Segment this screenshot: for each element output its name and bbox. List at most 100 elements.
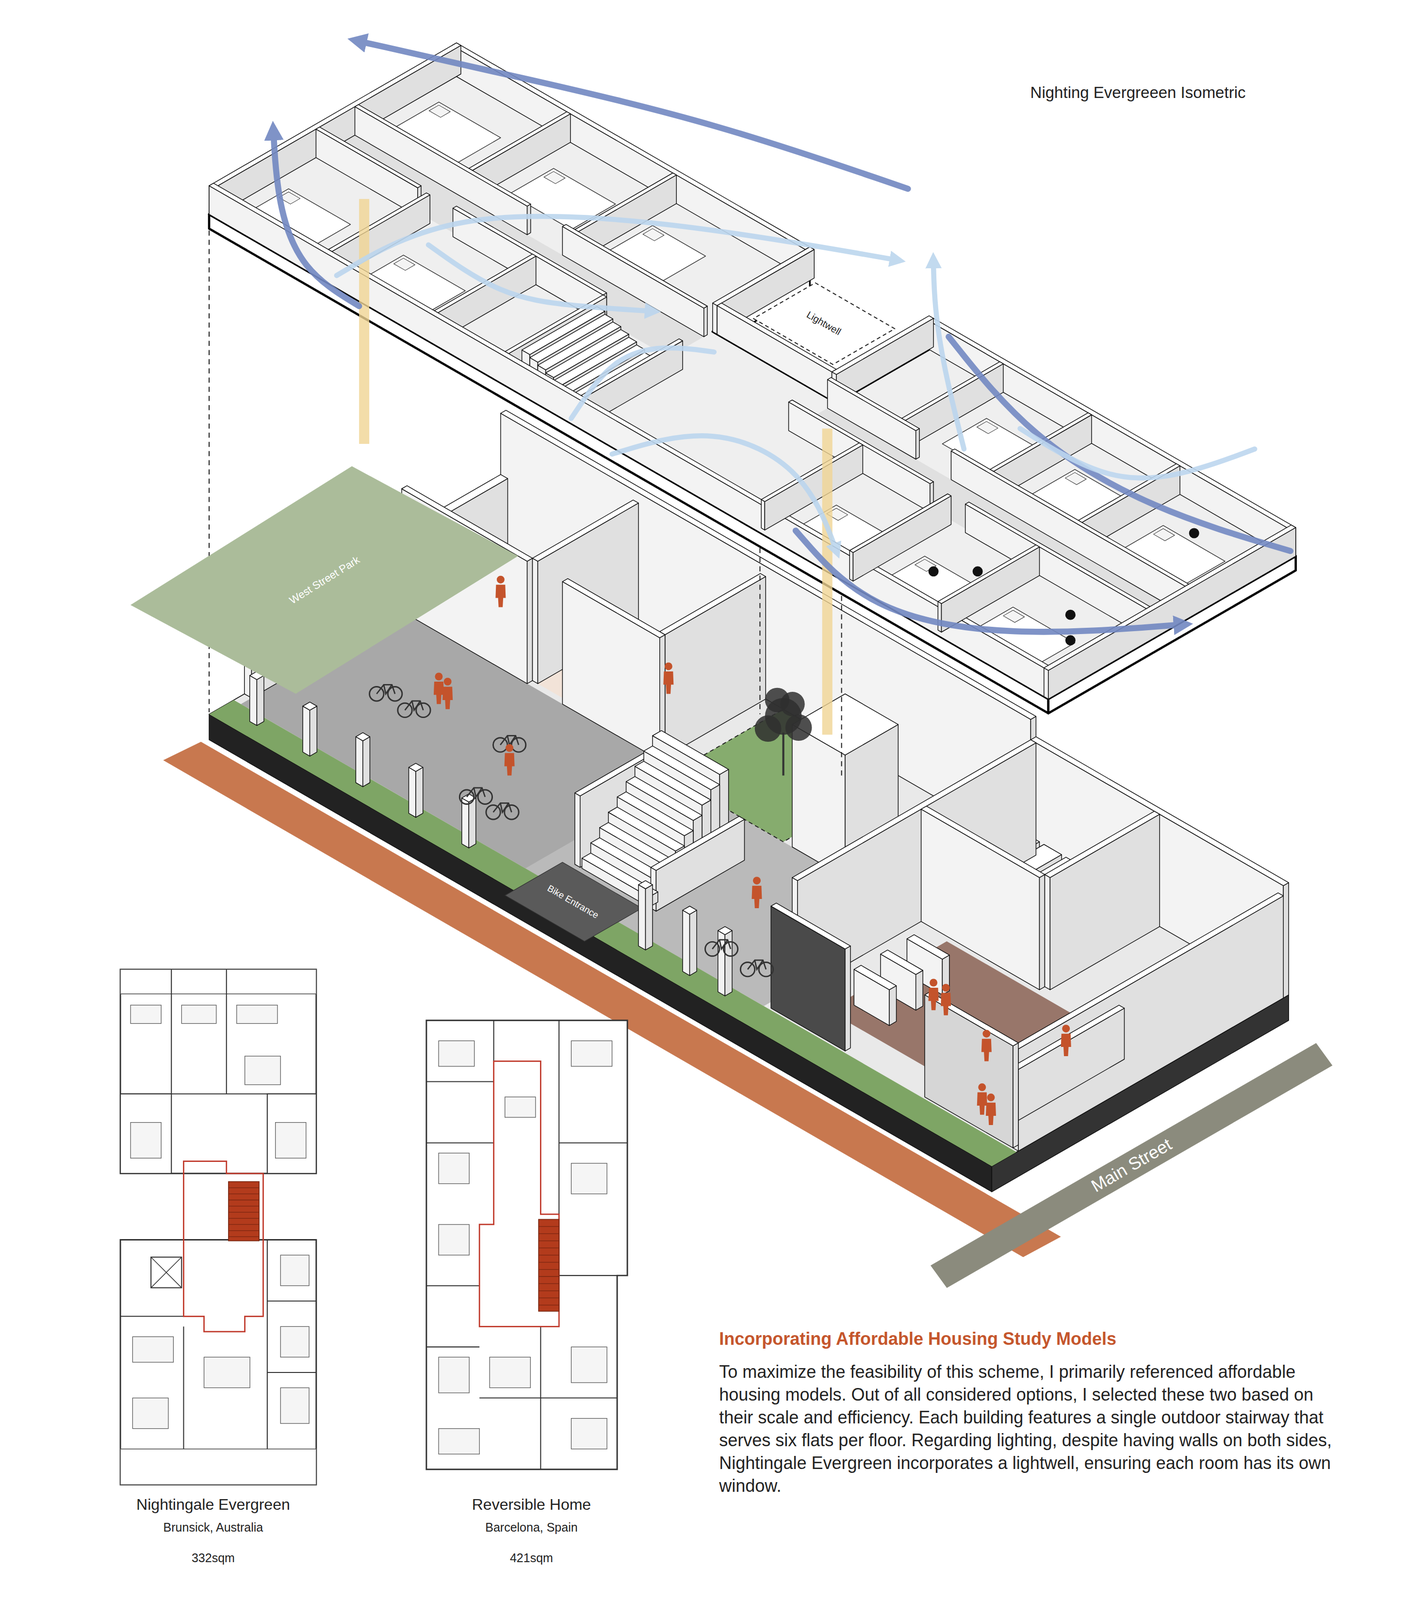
bike-frame (405, 701, 424, 711)
chair-symbol (928, 566, 939, 577)
entrance-label: Bike Entrance (545, 882, 601, 921)
furniture-symbol (236, 1005, 278, 1024)
bicycle-symbol (704, 939, 738, 957)
person-figure (433, 672, 444, 705)
wall-block (849, 493, 951, 553)
furniture-symbol (132, 1336, 174, 1363)
wall-block (764, 444, 863, 531)
person-body (442, 686, 453, 710)
wall-block (256, 675, 264, 726)
furniture-symbol (489, 1356, 531, 1388)
plan-wall (426, 1020, 628, 1470)
stair-tread (538, 1290, 559, 1292)
wall-block (532, 500, 639, 562)
wall-block (355, 732, 370, 741)
plan-wall (266, 1240, 268, 1450)
plan-wall (120, 1240, 317, 1486)
furniture-symbol (130, 1005, 162, 1024)
airflow-arrow (948, 336, 1291, 552)
person-figure (495, 575, 506, 608)
stair-tread (538, 1305, 559, 1306)
airflow-arrow (357, 40, 908, 189)
plan-wall (120, 1315, 184, 1317)
wall-block (249, 675, 258, 726)
node-text: Main Street (1087, 1134, 1176, 1197)
person-figure (928, 979, 939, 1011)
label-holder: Reversible Home (375, 1495, 687, 1514)
stair-tread (538, 1233, 559, 1234)
plan-wall (120, 1449, 317, 1486)
stair-tread (228, 1187, 260, 1189)
wall-block (682, 906, 697, 915)
tree-canopy (780, 691, 805, 717)
wall-block (310, 705, 318, 756)
person-body (433, 681, 444, 704)
plan-wall (426, 1142, 494, 1144)
person-head (664, 662, 673, 671)
lift-symbol (150, 1257, 182, 1288)
plan-wall (182, 1326, 184, 1449)
person-head (978, 1083, 986, 1092)
person-figure (663, 662, 674, 694)
person-head (496, 575, 505, 584)
bike-frame (500, 735, 519, 745)
circulation-outline (183, 1161, 263, 1332)
label-holder: Brunsick, Australia (57, 1520, 369, 1535)
wall-block (302, 705, 311, 756)
stair-tread (538, 1254, 559, 1256)
stair-tread (228, 1218, 260, 1219)
person-head (986, 1093, 995, 1102)
wall-block (408, 767, 417, 818)
wall-block (880, 949, 923, 975)
person-figure (981, 1029, 992, 1062)
airflow-arrow (336, 216, 898, 276)
stair-symbol (538, 1219, 559, 1311)
person-head (434, 672, 443, 681)
stair-tread (228, 1211, 260, 1213)
person-figure (940, 983, 951, 1016)
furniture-symbol (181, 1005, 216, 1024)
person-body (977, 1092, 988, 1115)
bicycle-symbol (492, 735, 526, 752)
pillow-symbol (642, 228, 665, 241)
person-body (981, 1038, 992, 1062)
stair-tread (538, 1247, 559, 1249)
person-head (942, 983, 950, 992)
person-head (443, 677, 452, 686)
pillow-symbol (1153, 528, 1176, 541)
plan-wall (479, 1397, 618, 1399)
plan-wall (267, 1094, 317, 1174)
wall-block (655, 819, 745, 912)
wall-block (562, 578, 665, 638)
wall-block (527, 558, 533, 685)
wall-block (468, 111, 571, 171)
pillow-symbol (428, 105, 451, 118)
furniture-symbol (438, 1153, 470, 1184)
bicycle-symbol (459, 787, 492, 805)
plan-area: 421sqm (509, 1551, 554, 1566)
plan-name: Nightingale Evergreen (136, 1495, 291, 1514)
lift-symbol (150, 1257, 182, 1288)
plan-wall (267, 1372, 317, 1373)
stair-tread (538, 1240, 559, 1242)
wall-block (315, 127, 422, 188)
wall-block (689, 910, 698, 976)
wall-block (827, 377, 920, 431)
bike-frame (376, 684, 395, 694)
airflow-arrow (273, 130, 360, 307)
furniture-symbol (204, 1356, 251, 1388)
wall-block (761, 499, 765, 531)
plan-wall (426, 1285, 480, 1287)
label-holder: 421sqm (375, 1551, 687, 1566)
section-heading: Incorporating Affordable Housing Study M… (719, 1328, 1117, 1350)
wall-block (941, 546, 1040, 633)
node-shape (930, 1043, 1333, 1289)
chair-symbol (1065, 635, 1076, 646)
wall-block (415, 767, 424, 818)
tree-trunk (782, 732, 785, 776)
wall-block (937, 601, 942, 633)
person-figure (1061, 1024, 1072, 1057)
wall-block (889, 985, 897, 1026)
airflow-arrow (571, 347, 714, 419)
